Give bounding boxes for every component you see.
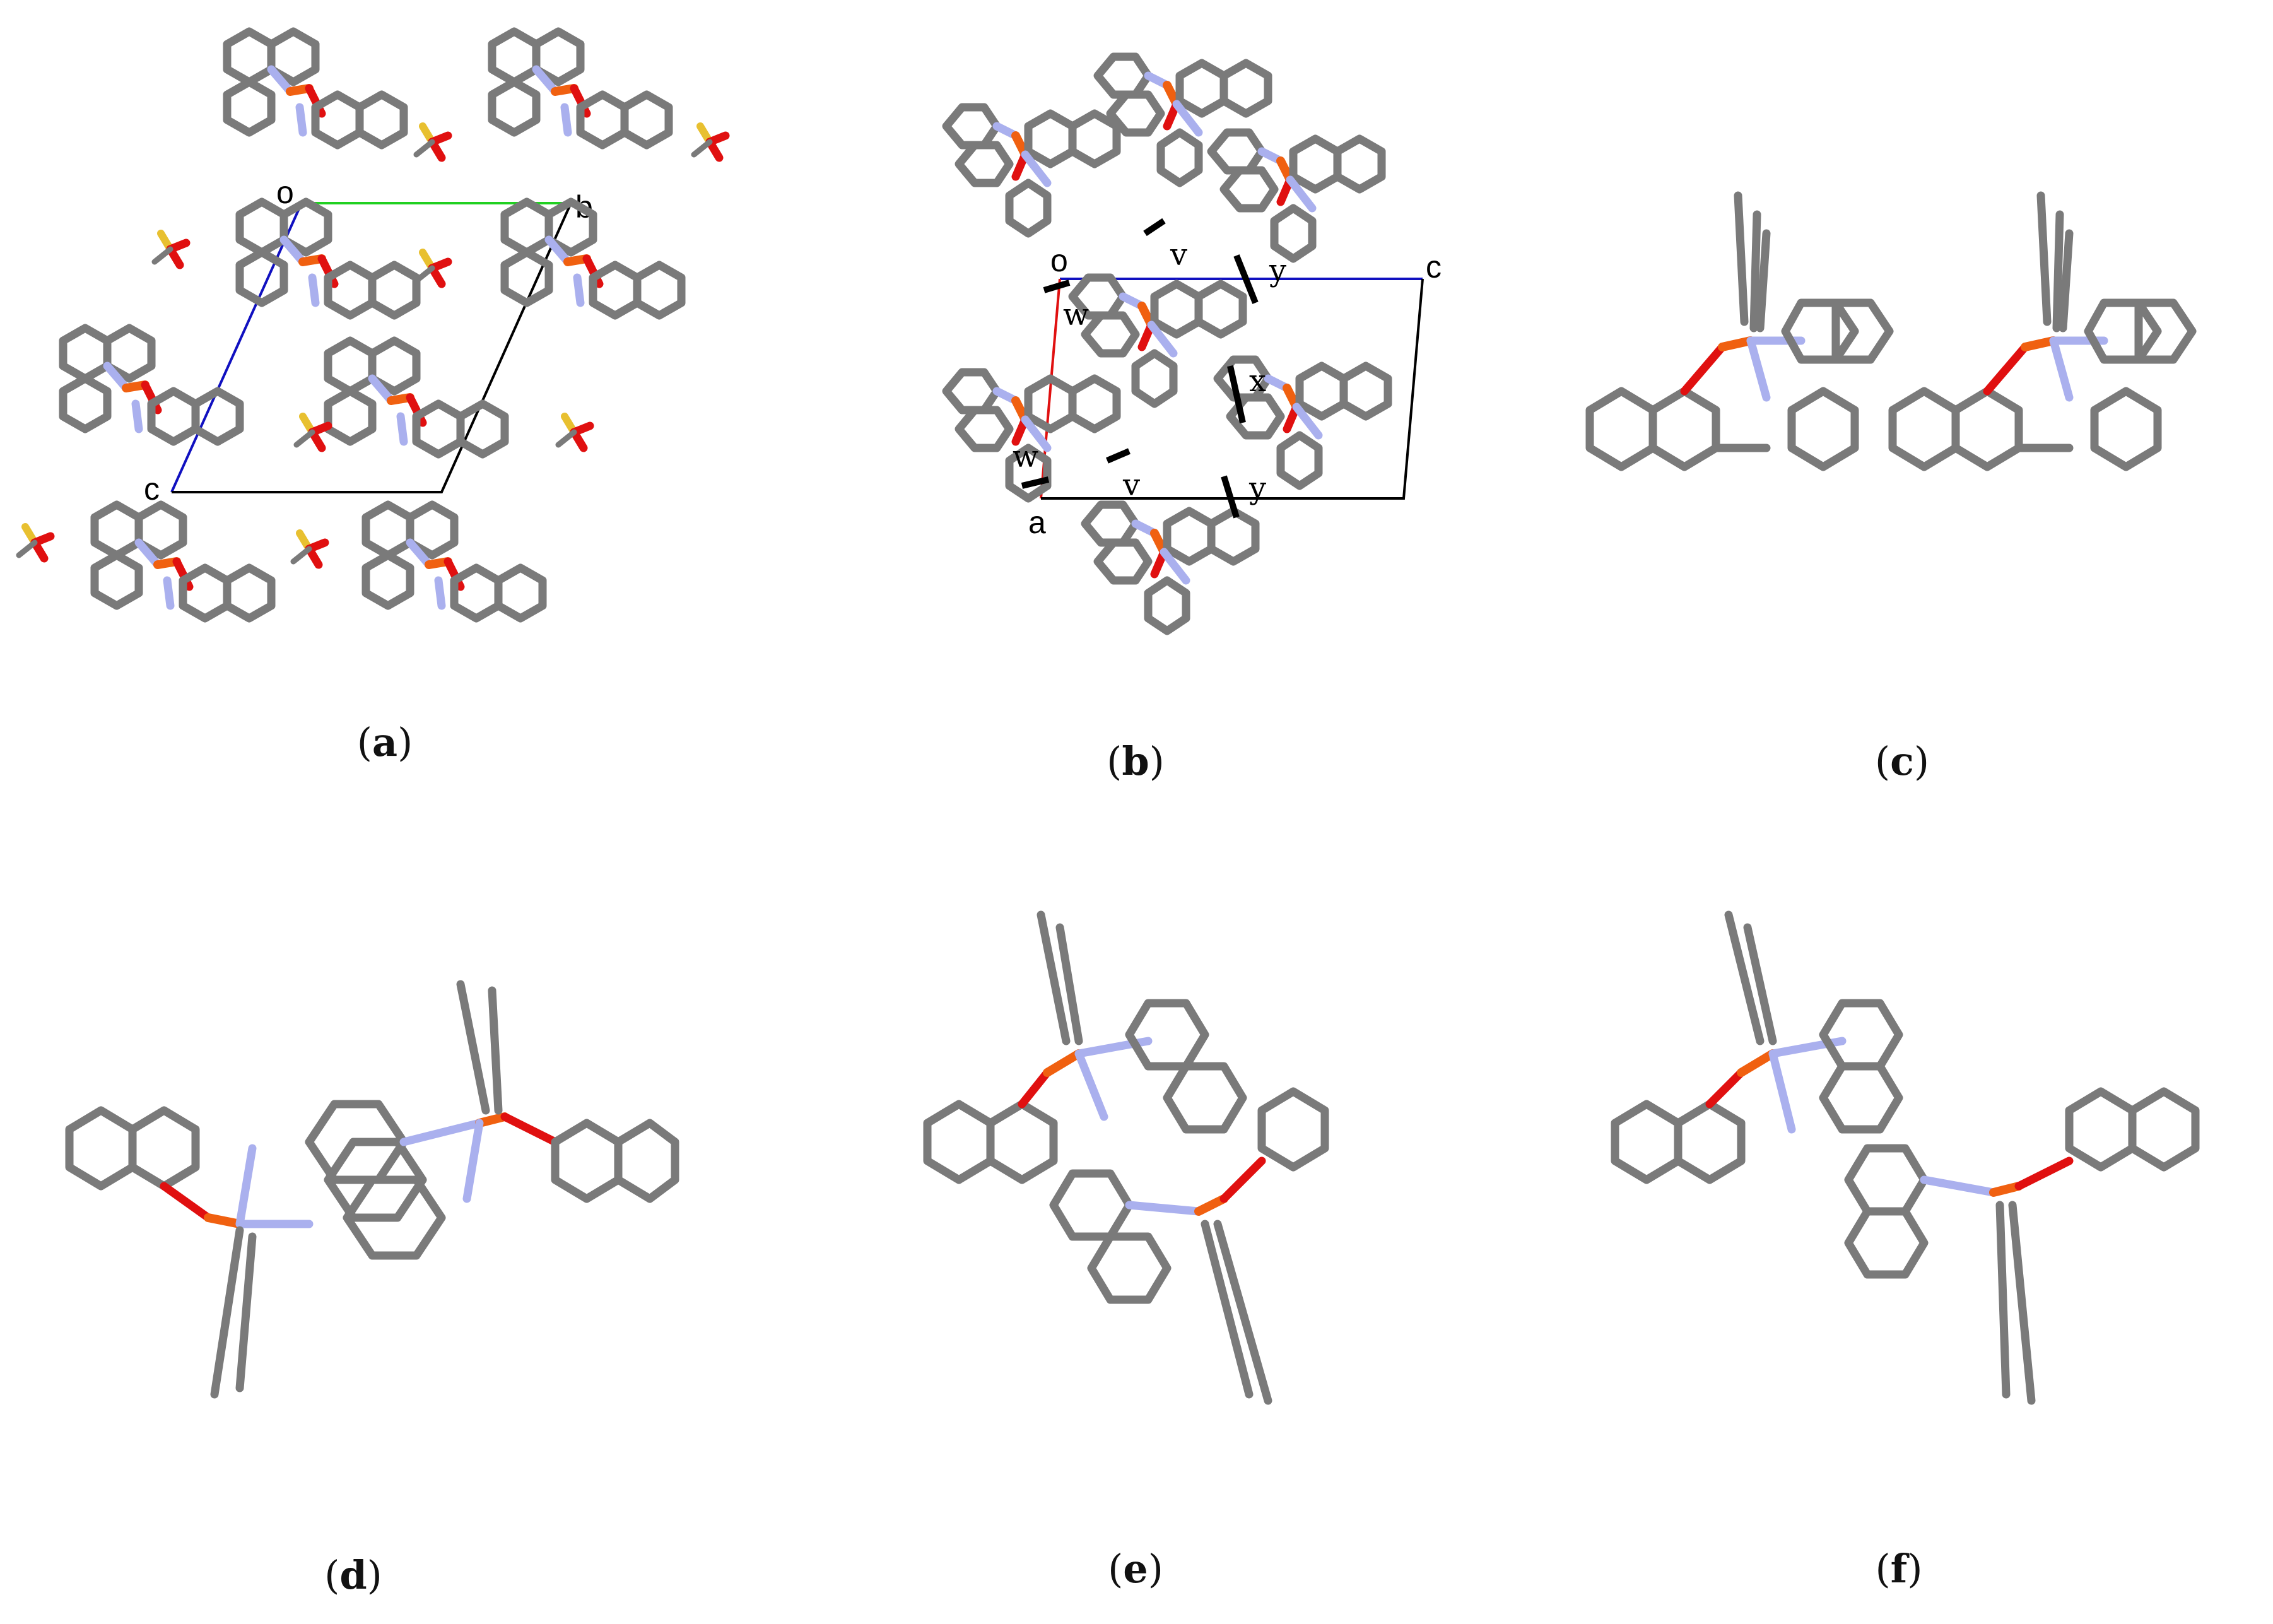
sulfonate-a4 bbox=[416, 252, 448, 284]
panel-a: o b c bbox=[0, 0, 757, 726]
molecule-a5 bbox=[63, 328, 240, 442]
caption-c-letter: c bbox=[1890, 738, 1914, 784]
molecule-b1 bbox=[946, 107, 1117, 233]
e-ring-4 bbox=[1163, 1062, 1247, 1134]
f-ring-4 bbox=[1819, 1062, 1903, 1134]
molecule-a1 bbox=[227, 32, 404, 145]
panel-d-structure bbox=[65, 980, 679, 1399]
caption-b-close: ) bbox=[1149, 738, 1165, 784]
e-ring-5 bbox=[1049, 1169, 1134, 1241]
cell-a-label: a bbox=[1028, 505, 1046, 540]
panel-f-structure bbox=[1611, 910, 2200, 1405]
e-ring-6 bbox=[1087, 1232, 1172, 1304]
caption-a: (a) bbox=[357, 719, 413, 765]
panel-f bbox=[1602, 896, 2233, 1420]
f-ring-7 bbox=[2065, 1087, 2137, 1172]
caption-c: (c) bbox=[1875, 738, 1929, 784]
molecule-b3 bbox=[1211, 132, 1382, 259]
molecule-a8 bbox=[366, 505, 543, 618]
sulfonate-a3 bbox=[155, 233, 186, 265]
sulfonate-a5 bbox=[297, 416, 328, 448]
f-ring-3 bbox=[1819, 999, 1903, 1071]
contact-v-top: v bbox=[1170, 237, 1187, 273]
d-ring-6 bbox=[551, 1119, 623, 1203]
f-ring-8 bbox=[2128, 1087, 2200, 1172]
molecule-b6 bbox=[1218, 360, 1388, 486]
panel-b-structure: o c a bbox=[820, 0, 1442, 726]
panel-a-structure: o b c bbox=[0, 0, 757, 726]
caption-d-close: ) bbox=[367, 1552, 382, 1598]
caption-e-letter: e bbox=[1123, 1546, 1148, 1592]
molecule-b5 bbox=[946, 372, 1117, 498]
caption-f-close: ) bbox=[1907, 1546, 1923, 1592]
sulfonate-a8 bbox=[293, 533, 325, 565]
caption-a-open: ( bbox=[356, 719, 372, 765]
molecule-b2 bbox=[1098, 57, 1268, 183]
d-ring-1 bbox=[65, 1106, 137, 1191]
panel-e bbox=[908, 896, 1445, 1420]
caption-f-letter: f bbox=[1890, 1546, 1908, 1592]
e-ring-7 bbox=[1257, 1087, 1329, 1172]
panel-b: o c a bbox=[820, 0, 1514, 726]
d-ring-5 bbox=[343, 1175, 446, 1260]
cell-origin-label: o bbox=[1050, 243, 1068, 278]
d-ring-4 bbox=[324, 1138, 427, 1222]
caption-e-close: ) bbox=[1148, 1546, 1163, 1592]
d-ring-2 bbox=[128, 1106, 200, 1191]
caption-e: (e) bbox=[1108, 1546, 1163, 1592]
molecule-a6 bbox=[328, 341, 505, 454]
f-ring-6 bbox=[1844, 1207, 1929, 1279]
caption-f: (f) bbox=[1875, 1546, 1922, 1592]
molecule-a7 bbox=[95, 505, 271, 618]
caption-d: (d) bbox=[324, 1552, 382, 1598]
panel-c bbox=[1577, 158, 2240, 599]
e-ring-1 bbox=[923, 1100, 995, 1184]
caption-c-close: ) bbox=[1913, 738, 1930, 784]
panel-e-structure bbox=[923, 910, 1329, 1405]
cell-origin-label: o bbox=[276, 175, 294, 210]
contact-v-bottom: v bbox=[1122, 468, 1140, 503]
caption-d-letter: d bbox=[339, 1552, 367, 1598]
caption-b-letter: b bbox=[1122, 738, 1149, 784]
cell-c-label: c bbox=[1426, 249, 1442, 285]
contact-y-bottom: y bbox=[1248, 471, 1266, 506]
caption-c-open: ( bbox=[1874, 738, 1891, 784]
molecule-b7 bbox=[1085, 505, 1255, 631]
f-ring-1 bbox=[1611, 1100, 1683, 1184]
molecule-a2 bbox=[492, 32, 669, 145]
d-ring-7 bbox=[614, 1119, 679, 1203]
e-ring-2 bbox=[986, 1100, 1058, 1184]
caption-b: (b) bbox=[1107, 738, 1165, 784]
sulfonate-a2 bbox=[694, 126, 725, 158]
caption-b-open: ( bbox=[1107, 738, 1122, 784]
molecule-a3 bbox=[240, 202, 416, 315]
contact-w-bottom: w bbox=[1013, 439, 1038, 474]
cell-axis-c bbox=[170, 203, 303, 493]
molecule-c1 bbox=[1590, 196, 1889, 467]
f-ring-2 bbox=[1674, 1100, 1746, 1184]
f-ring-5 bbox=[1844, 1144, 1929, 1216]
molecule-a4 bbox=[505, 202, 681, 315]
contact-y-top: y bbox=[1269, 253, 1286, 288]
caption-f-open: ( bbox=[1875, 1546, 1891, 1592]
contact-arrows bbox=[1021, 218, 1259, 519]
cell-edges bbox=[1041, 278, 1424, 500]
caption-a-letter: a bbox=[372, 719, 398, 765]
sulfonate-a1 bbox=[416, 126, 448, 158]
sulfonate-a7 bbox=[19, 527, 50, 558]
contact-x: x bbox=[1249, 363, 1266, 399]
molecule-c2 bbox=[1893, 196, 2192, 467]
cell-c-label: c bbox=[144, 471, 160, 507]
e-ring-3 bbox=[1125, 999, 1209, 1071]
panel-d bbox=[50, 959, 681, 1439]
caption-d-open: ( bbox=[324, 1552, 340, 1598]
caption-e-open: ( bbox=[1108, 1546, 1124, 1592]
sulfonate-a6 bbox=[558, 416, 590, 448]
panel-c-structure bbox=[1577, 158, 2240, 599]
contact-w-top: w bbox=[1063, 297, 1089, 332]
caption-a-close: ) bbox=[397, 719, 413, 765]
